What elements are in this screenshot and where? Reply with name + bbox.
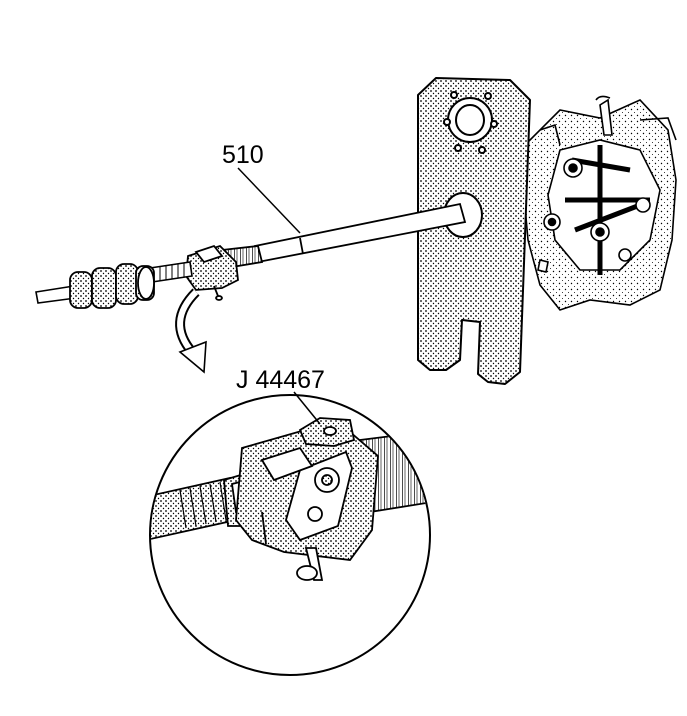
callout-j-44467: J 44467 bbox=[236, 366, 325, 394]
nut-stack bbox=[69, 263, 155, 309]
detail-arrow bbox=[175, 288, 207, 374]
coupler bbox=[185, 244, 239, 301]
rod-510 bbox=[220, 202, 467, 270]
leader-line-510 bbox=[237, 167, 301, 234]
engine-housing bbox=[519, 95, 677, 311]
detail-view bbox=[149, 394, 431, 676]
callout-510: 510 bbox=[222, 141, 264, 169]
support-plate bbox=[417, 77, 531, 385]
leader-line-j44467 bbox=[293, 391, 321, 425]
